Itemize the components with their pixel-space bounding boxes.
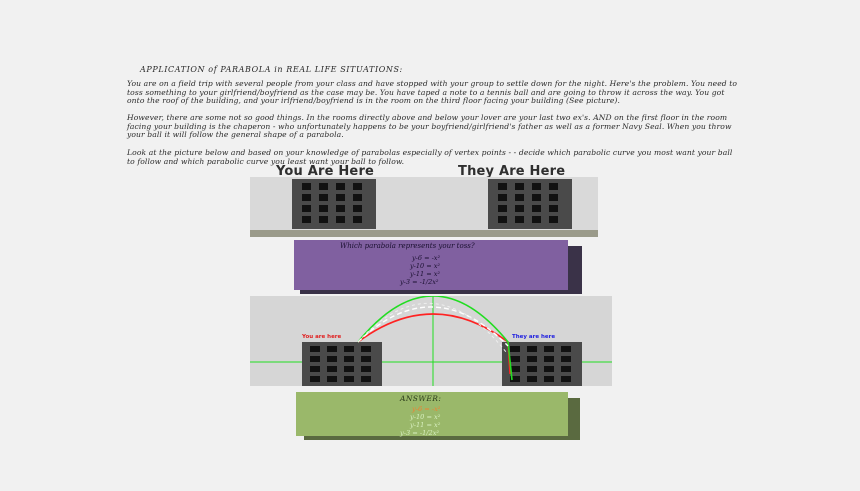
- building-window: [344, 356, 354, 362]
- building-window: [544, 346, 554, 352]
- paragraph-2: However, there are some not so good thin…: [127, 113, 732, 140]
- building-window: [498, 216, 507, 223]
- building-window: [498, 183, 507, 190]
- building-window: [353, 183, 362, 190]
- answer-equation-3: y-11 = x²: [410, 421, 441, 429]
- you-are-here-label: You are here: [301, 334, 342, 340]
- building-window: [336, 205, 345, 212]
- red-parabola-curve: [357, 313, 511, 375]
- building-window: [561, 356, 571, 362]
- building-window: [510, 356, 520, 362]
- building-window: [498, 194, 507, 201]
- building-window: [544, 356, 554, 362]
- building-window: [344, 346, 354, 352]
- question-equation-1: y-6 = -x²: [412, 254, 441, 262]
- white-parabola-curve: [357, 306, 509, 347]
- building-window: [515, 205, 524, 212]
- parabola-svg: You are here They are here: [250, 295, 612, 386]
- building-window: [310, 356, 320, 362]
- right-building: [502, 342, 582, 386]
- building-window: [527, 356, 537, 362]
- building-window: [336, 216, 345, 223]
- building-window: [353, 205, 362, 212]
- building-window: [319, 216, 328, 223]
- answer-equation-1: y-6 = -x²: [412, 405, 441, 413]
- building-window: [549, 205, 558, 212]
- building-window: [527, 346, 537, 352]
- building-window: [532, 205, 541, 212]
- building-window: [510, 376, 520, 382]
- building-window: [549, 183, 558, 190]
- answer-equation-4: y-3 = -1/2x²: [400, 429, 440, 437]
- left-building: [302, 342, 382, 386]
- right-building: [488, 179, 572, 229]
- answer-heading: ANSWER:: [400, 394, 442, 403]
- question-equation-4: y-3 = -1/2x²: [400, 278, 439, 286]
- green-parabola-curve: [357, 295, 513, 381]
- building-window: [336, 183, 345, 190]
- building-window: [310, 376, 320, 382]
- question-equation-3: y-11 = x²: [410, 270, 440, 278]
- building-window: [302, 183, 311, 190]
- building-window: [515, 183, 524, 190]
- building-window: [327, 356, 337, 362]
- answer-box: [296, 392, 568, 436]
- building-window: [302, 205, 311, 212]
- building-window: [344, 366, 354, 372]
- building-window: [549, 216, 558, 223]
- building-window: [544, 376, 554, 382]
- building-window: [527, 376, 537, 382]
- building-window: [549, 194, 558, 201]
- building-window: [353, 194, 362, 201]
- building-window: [361, 366, 371, 372]
- building-window: [327, 346, 337, 352]
- building-window: [327, 376, 337, 382]
- building-window: [498, 205, 507, 212]
- buildings-figure: [250, 177, 598, 237]
- building-window: [361, 376, 371, 382]
- building-window: [336, 194, 345, 201]
- building-window: [361, 356, 371, 362]
- paragraph-1: You are on a field trip with several peo…: [127, 79, 738, 106]
- building-window: [319, 205, 328, 212]
- they-are-here-heading: They Are Here: [458, 164, 566, 179]
- parabola-figure: You are here They are here: [250, 295, 612, 386]
- building-window: [561, 376, 571, 382]
- building-window: [510, 366, 520, 372]
- building-window: [310, 346, 320, 352]
- building-window: [319, 183, 328, 190]
- ground-strip: [250, 230, 598, 237]
- gray-parabola-curve: [357, 302, 507, 353]
- building-window: [353, 216, 362, 223]
- building-window: [527, 366, 537, 372]
- building-window: [319, 194, 328, 201]
- building-window: [302, 194, 311, 201]
- building-window: [344, 376, 354, 382]
- building-window: [532, 216, 541, 223]
- building-window: [515, 216, 524, 223]
- building-window: [515, 194, 524, 201]
- building-window: [510, 346, 520, 352]
- building-window: [310, 366, 320, 372]
- building-window: [532, 183, 541, 190]
- question-equation-2: y-10 = x²: [410, 262, 440, 270]
- left-building: [292, 179, 376, 229]
- building-window: [327, 366, 337, 372]
- question-text: Which parabola represents your toss?: [340, 242, 475, 250]
- question-box: [294, 240, 568, 290]
- building-window: [561, 366, 571, 372]
- building-window: [544, 366, 554, 372]
- building-window: [561, 346, 571, 352]
- building-window: [302, 216, 311, 223]
- you-are-here-heading: You Are Here: [276, 164, 375, 179]
- paragraph-3: Look at the picture below and based on y…: [127, 148, 733, 166]
- answer-equation-2: y-10 = x²: [410, 413, 441, 421]
- building-window: [532, 194, 541, 201]
- building-window: [361, 346, 371, 352]
- document-title: APPLICATION of PARABOLA in REAL LIFE SIT…: [140, 65, 403, 74]
- they-are-here-label: They are here: [512, 334, 555, 340]
